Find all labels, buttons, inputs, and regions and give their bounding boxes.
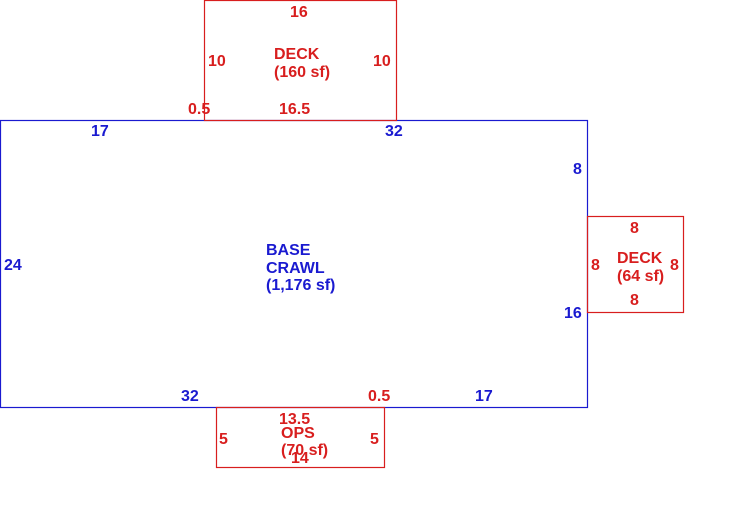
ops-dim-right: 5 xyxy=(370,431,379,448)
ops-name: OPS xyxy=(281,425,315,442)
base-dim-right-upper: 8 xyxy=(573,161,582,178)
ops-dim-left: 5 xyxy=(219,431,228,448)
base-area: (1,176 sf) xyxy=(266,277,335,294)
deck-top-dim-top: 16 xyxy=(290,4,308,21)
deck-right-outline xyxy=(586,215,685,314)
base-dim-bottom-left: 32 xyxy=(181,388,199,405)
deck-right-dim-top: 8 xyxy=(630,220,639,237)
deck-right-area: (64 sf) xyxy=(617,268,664,285)
deck-right-dim-bottom: 8 xyxy=(630,292,639,309)
base-name-line1: BASE xyxy=(266,242,311,259)
deck-top-name: DECK xyxy=(274,46,320,63)
base-dim-bottom-mid: 0.5 xyxy=(368,388,390,405)
deck-top-area: (160 sf) xyxy=(274,64,330,81)
deck-top-dim-bottom: 16.5 xyxy=(279,101,310,118)
deck-top-dim-right: 10 xyxy=(373,53,391,70)
deck-right-dim-left: 8 xyxy=(591,257,600,274)
ops-outline xyxy=(215,406,386,469)
base-dim-right-lower: 16 xyxy=(564,305,582,322)
deck-top-dim-bottom-offset: 0.5 xyxy=(188,101,210,118)
base-dim-bottom-right: 17 xyxy=(475,388,493,405)
deck-top-outline xyxy=(203,0,398,122)
deck-top-dim-left: 10 xyxy=(208,53,226,70)
deck-right-name: DECK xyxy=(617,250,663,267)
ops-area: (70 sf) xyxy=(281,442,328,459)
base-dim-top-left: 17 xyxy=(91,123,109,140)
deck-right-dim-right: 8 xyxy=(670,257,679,274)
ops-dim-bottom: 14 xyxy=(291,450,309,467)
base-dim-top-right: 32 xyxy=(385,123,403,140)
base-name-line2: CRAWL xyxy=(266,260,325,277)
base-dim-left: 24 xyxy=(4,257,22,274)
ops-dim-top: 13.5 xyxy=(279,411,310,428)
